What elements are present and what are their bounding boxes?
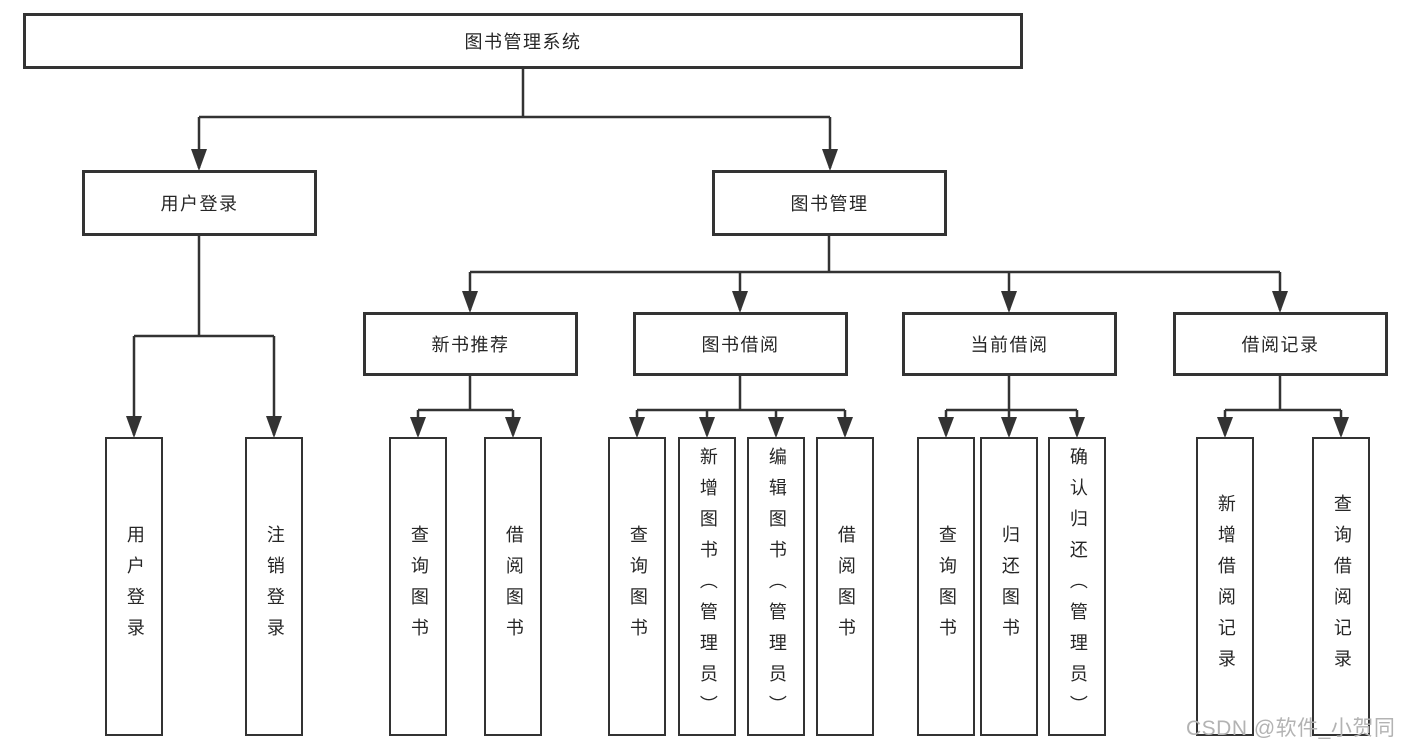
leaf-confirm-return-admin: 确认归还（管理员）: [1048, 437, 1106, 736]
leaf-return-books: 归还图书: [980, 437, 1038, 736]
node-root-library-management-system: 图书管理系统: [23, 13, 1023, 69]
leaf-edit-books-admin: 编辑图书（管理员）: [747, 437, 805, 736]
node-borrow-records: 借阅记录: [1173, 312, 1388, 376]
node-new-book-recommend: 新书推荐: [363, 312, 578, 376]
leaf-label: 注销登录: [264, 524, 285, 649]
leaf-label: 借阅图书: [835, 524, 856, 649]
leaf-label: 新增图书（管理员）: [697, 447, 718, 726]
leaf-label: 借阅图书: [503, 524, 524, 649]
leaf-borrow-books: 借阅图书: [816, 437, 874, 736]
leaf-logout: 注销登录: [245, 437, 303, 736]
node-user-login: 用户登录: [82, 170, 317, 236]
leaf-query-books: 查询图书: [608, 437, 666, 736]
arrowheads: [126, 149, 1349, 438]
leaf-label: 查询借阅记录: [1331, 493, 1352, 680]
leaf-label: 用户登录: [124, 524, 145, 649]
leaf-label: 编辑图书（管理员）: [766, 447, 787, 726]
leaf-label: 新增借阅记录: [1215, 493, 1236, 680]
node-book-borrow: 图书借阅: [633, 312, 848, 376]
node-book-management: 图书管理: [712, 170, 947, 236]
csdn-watermark: CSDN @软件_小贺同学: [1186, 717, 1396, 740]
leaf-label: 归还图书: [999, 524, 1020, 649]
connector-strokes: [132, 69, 1343, 435]
node-current-borrow: 当前借阅: [902, 312, 1117, 376]
leaf-label: 查询图书: [408, 524, 429, 649]
leaf-query-books: 查询图书: [389, 437, 447, 736]
leaf-query-books: 查询图书: [917, 437, 975, 736]
leaf-query-borrow-record: 查询借阅记录: [1312, 437, 1370, 736]
leaf-label: 查询图书: [627, 524, 648, 649]
leaf-user-login: 用户登录: [105, 437, 163, 736]
leaf-label: 查询图书: [936, 524, 957, 649]
leaf-add-books-admin: 新增图书（管理员）: [678, 437, 736, 736]
leaf-borrow-books: 借阅图书: [484, 437, 542, 736]
leaf-label: 确认归还（管理员）: [1067, 447, 1088, 726]
leaf-add-borrow-record: 新增借阅记录: [1196, 437, 1254, 736]
